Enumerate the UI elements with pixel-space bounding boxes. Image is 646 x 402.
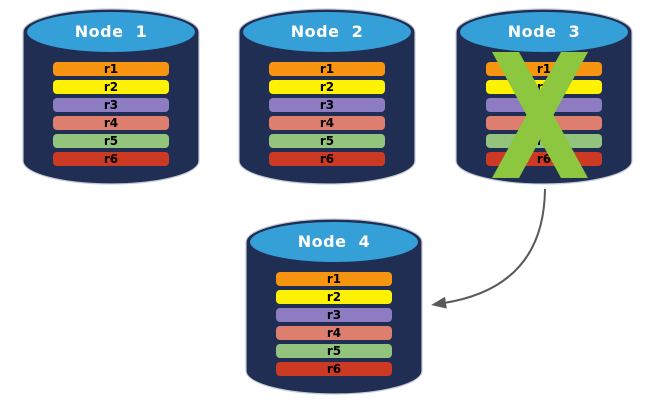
cylinder-top: [250, 222, 418, 262]
node-3-failed: Node 3 r1 r2 r3 r4 r5 r6: [455, 8, 633, 185]
partition-r1: r1: [53, 62, 169, 76]
partition-r6: r6: [276, 362, 392, 376]
node-2: Node 2 r1 r2 r3 r4 r5 r6: [238, 8, 416, 185]
partition-r4: r4: [276, 326, 392, 340]
partition-r4: r4: [269, 116, 385, 130]
partition-r2: r2: [276, 290, 392, 304]
partition-r6: r6: [269, 152, 385, 166]
x-stroke: [492, 52, 588, 178]
partition-list: r1 r2 r3 r4 r5 r6: [53, 62, 169, 170]
partition-r1: r1: [276, 272, 392, 286]
node-1: Node 1 r1 r2 r3 r4 r5 r6: [22, 8, 200, 185]
partition-r3: r3: [53, 98, 169, 112]
partition-r3: r3: [276, 308, 392, 322]
node-title: Node 3: [507, 22, 581, 41]
node-title: Node 1: [74, 22, 148, 41]
node-title: Node 4: [297, 232, 371, 251]
partition-r2: r2: [53, 80, 169, 94]
partition-r4: r4: [53, 116, 169, 130]
partition-r5: r5: [269, 134, 385, 148]
partition-r1: r1: [269, 62, 385, 76]
partition-r2: r2: [269, 80, 385, 94]
node-4: Node 4 r1 r2 r3 r4 r5 r6: [245, 218, 423, 395]
failure-x-icon: [492, 52, 588, 178]
partition-r5: r5: [53, 134, 169, 148]
partition-r6: r6: [53, 152, 169, 166]
partition-r3: r3: [269, 98, 385, 112]
cylinder-top: [460, 12, 628, 52]
cylinder-top: [27, 12, 195, 52]
partition-list: r1 r2 r3 r4 r5 r6: [276, 272, 392, 380]
node-title: Node 2: [290, 22, 364, 41]
partition-r5: r5: [276, 344, 392, 358]
partition-list: r1 r2 r3 r4 r5 r6: [269, 62, 385, 170]
cylinder-top: [243, 12, 411, 52]
arrow-curve: [431, 188, 546, 309]
